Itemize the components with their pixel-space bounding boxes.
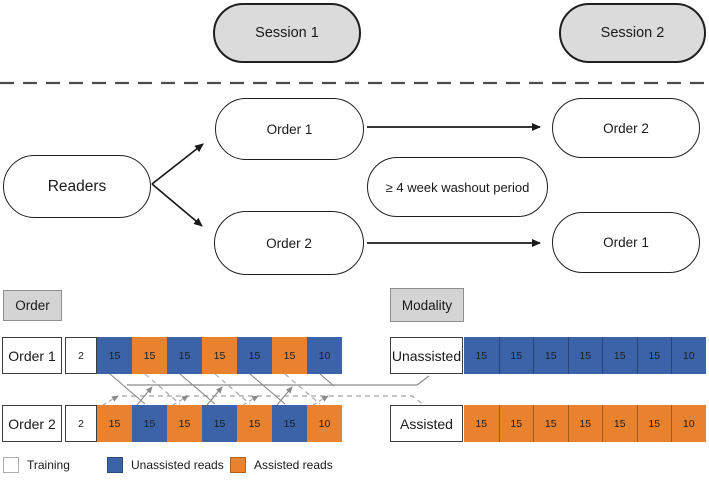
block-unassisted: 15 — [237, 337, 272, 374]
assisted-swatch — [230, 457, 246, 473]
legend-label: Training — [27, 458, 70, 472]
block-assisted: 15 — [498, 405, 533, 442]
block-unassisted: 15 — [636, 337, 671, 374]
unassisted-row-label: Unassisted — [390, 337, 463, 374]
modality-section-title: Modality — [390, 288, 464, 322]
block-assisted: 15 — [272, 337, 307, 374]
session1-order1-node: Order 1 — [215, 98, 364, 160]
session1-node: Session 1 — [213, 3, 361, 63]
order2-row-label: Order 2 — [2, 405, 62, 442]
block-assisted: 10 — [307, 405, 342, 442]
block-unassisted: 15 — [533, 337, 568, 374]
block-assisted: 15 — [132, 337, 167, 374]
block-assisted: 15 — [202, 337, 237, 374]
order-to-modality-connectors — [102, 373, 430, 406]
block-unassisted: 15 — [132, 405, 167, 442]
legend-item-unassisted: Unassisted reads — [107, 457, 224, 473]
assisted-row-label: Assisted — [390, 405, 463, 442]
block-assisted: 15 — [636, 405, 671, 442]
block-assisted: 15 — [167, 405, 202, 442]
session2-order2-node: Order 2 — [552, 98, 700, 158]
block-assisted: 15 — [567, 405, 602, 442]
legend-label: Unassisted reads — [131, 458, 224, 472]
order1-row-label: Order 1 — [2, 337, 62, 374]
readers-node: Readers — [3, 155, 151, 218]
block-unassisted: 15 — [202, 405, 237, 442]
block-assisted: 15 — [602, 405, 637, 442]
block-unassisted: 10 — [671, 337, 706, 374]
block-unassisted: 15 — [167, 337, 202, 374]
washout-period-node: ≥ 4 week washout period — [367, 157, 548, 217]
legend-item-training: Training — [3, 457, 70, 473]
training-swatch — [3, 457, 19, 473]
block-unassisted: 15 — [602, 337, 637, 374]
legend-label: Assisted reads — [254, 458, 333, 472]
block-assisted: 15 — [533, 405, 568, 442]
block-unassisted: 15 — [97, 337, 132, 374]
session1-order2-node: Order 2 — [214, 211, 364, 275]
block-assisted: 10 — [671, 405, 706, 442]
block-training: 2 — [65, 337, 97, 374]
block-unassisted: 15 — [272, 405, 307, 442]
block-unassisted: 15 — [464, 337, 499, 374]
block-unassisted: 15 — [498, 337, 533, 374]
block-assisted: 15 — [464, 405, 499, 442]
block-training: 2 — [65, 405, 97, 442]
block-assisted: 15 — [237, 405, 272, 442]
block-unassisted: 15 — [567, 337, 602, 374]
block-assisted: 15 — [97, 405, 132, 442]
session2-order1-node: Order 1 — [552, 212, 700, 273]
block-unassisted: 10 — [307, 337, 342, 374]
legend-item-assisted: Assisted reads — [230, 457, 333, 473]
session2-node: Session 2 — [559, 3, 706, 63]
unassisted-swatch — [107, 457, 123, 473]
order-section-title: Order — [3, 290, 62, 321]
